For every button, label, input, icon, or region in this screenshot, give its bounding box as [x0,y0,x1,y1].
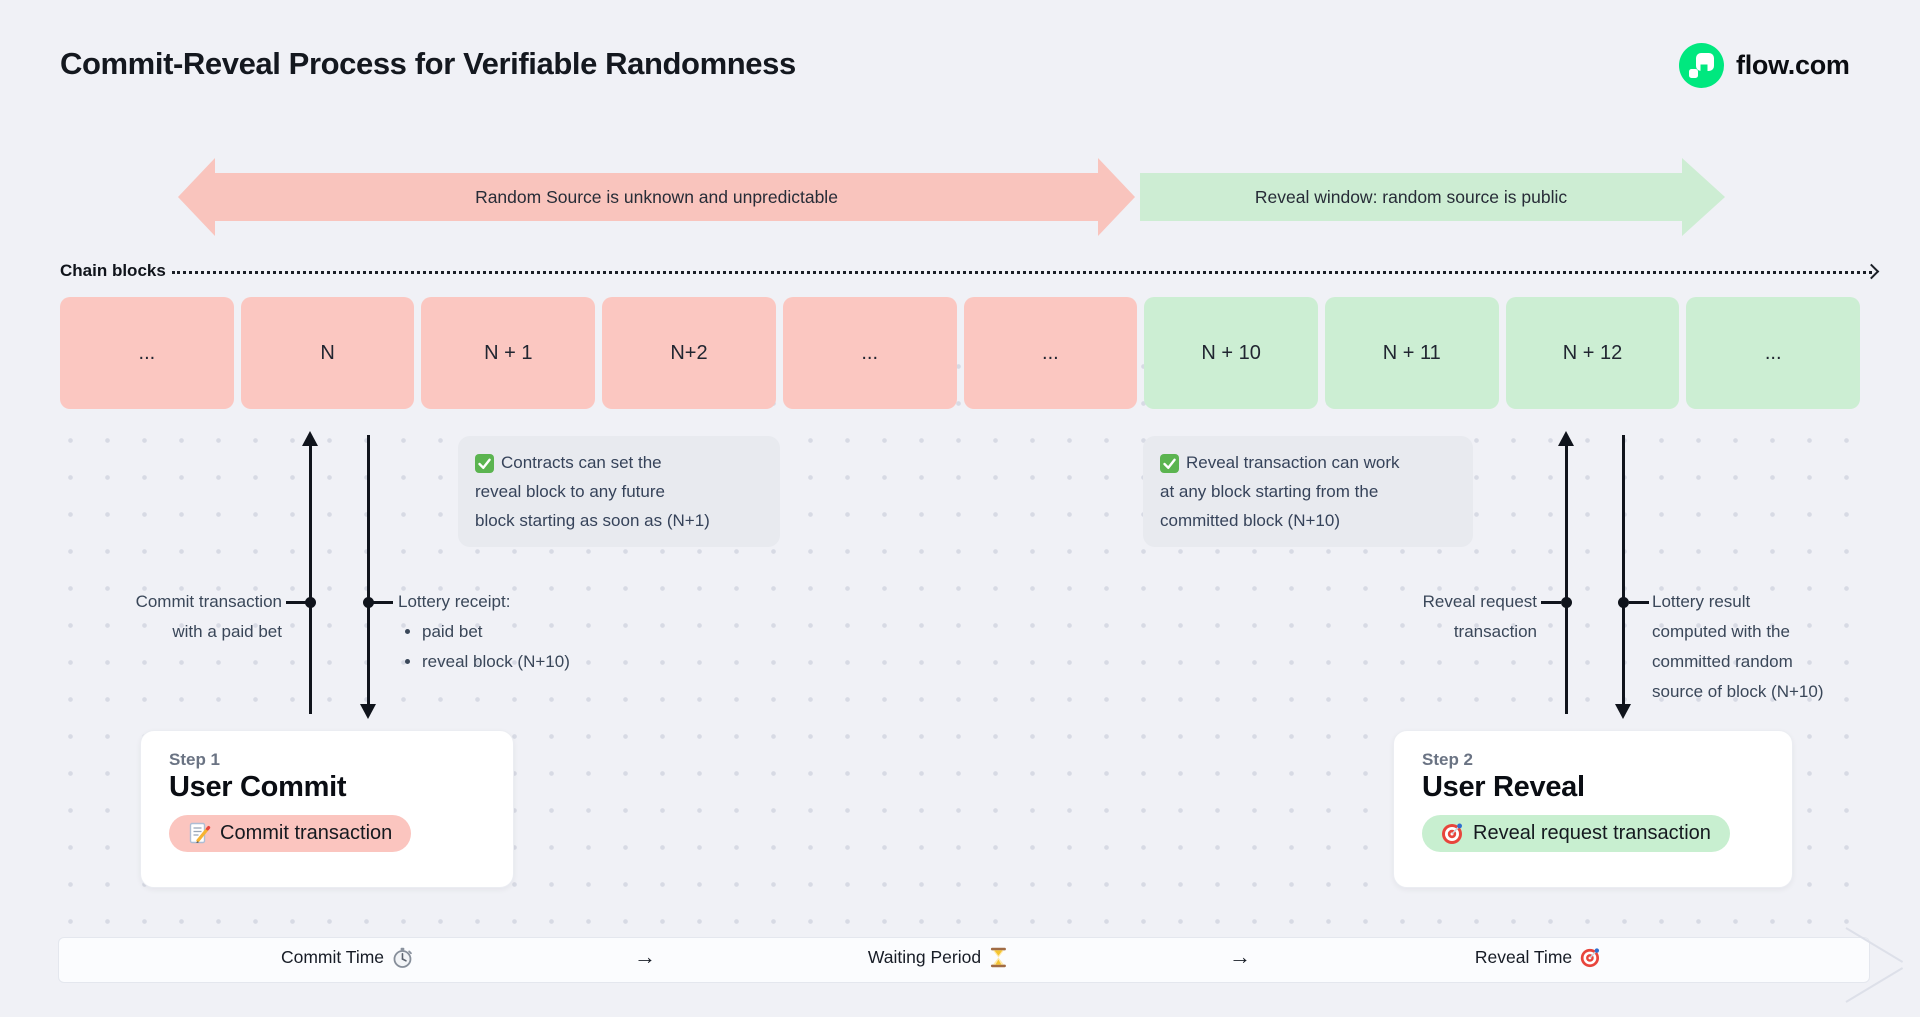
chain-line-arrowhead-icon [1863,263,1880,280]
arrow-left-head [178,158,215,236]
chain-block: ... [1686,297,1861,409]
reveal-down-arrow-line [1622,435,1625,705]
reveal-request-annotation: Reveal request transaction [1335,587,1537,647]
connector-dot [1618,597,1629,608]
annotation-title: Lottery receipt: [398,592,511,611]
chain-block-n10: N + 10 [1144,297,1318,409]
chain-dotted-line [172,271,1872,274]
annotation-line: Reveal request [1422,592,1537,611]
note-commit-window: Contracts can set the reveal block to an… [458,436,780,547]
reveal-phase-arrow: Reveal window: random source is public [1140,158,1725,236]
connector-stub [1629,601,1649,604]
step1-card: Step 1 User Commit Commit transaction [140,730,514,888]
timeline-waiting-period: Waiting Period [868,947,1008,968]
chain-block-n11: N + 11 [1324,297,1499,409]
timeline-commit-time: Commit Time [281,947,413,968]
note-line: reveal block to any future [475,482,665,501]
timeline-arrow-separator: → [1229,944,1251,969]
timeline-reveal-time: Reveal Time [1475,947,1601,968]
commit-phase-label: Random Source is unknown and unpredictab… [475,186,838,207]
step2-card: Step 2 User Reveal Reveal request transa… [1393,730,1793,888]
reveal-up-arrowhead-icon [1558,431,1574,446]
timeline-bar [58,937,1870,983]
annotation-line: transaction [1453,622,1537,641]
check-icon [1160,454,1179,474]
connector-stub [373,601,393,604]
commit-up-arrowhead-icon [302,431,318,446]
flow-logo-icon [1679,43,1724,88]
target-icon [1580,947,1601,968]
timeline-label: Waiting Period [867,947,982,967]
lottery-result-annotation: Lottery result computed with the committ… [1652,587,1892,707]
annotation-line: source of block (N+10) [1652,682,1824,701]
hourglass-icon [989,947,1008,968]
annotation-line: computed with the [1652,622,1790,641]
chain-blocks-row: ... N N + 1 N+2 ... ... N + 10 N + 11 N … [60,297,1861,409]
connector-stub [286,601,306,604]
commit-down-arrowhead-icon [360,704,376,719]
chain-blocks-label: Chain blocks [60,261,166,280]
note-line: Reveal transaction can work [1186,453,1400,472]
chain-block-n1: N + 1 [421,297,596,409]
timeline-arrow-separator: → [634,944,656,969]
reveal-phase-label: Reveal window: random source is public [1254,186,1568,207]
timeline-label: Commit Time [280,947,385,967]
connector-dot [363,597,374,608]
reveal-up-arrow-line [1565,444,1568,714]
brand-logo[interactable]: flow.com [1679,43,1850,88]
step1-label: Step 1 [169,750,221,769]
commit-up-arrow-line [309,444,312,714]
annotation-line: Lottery result [1652,592,1751,611]
connector-dot [1561,597,1572,608]
memo-icon [188,822,211,845]
step2-title: User Reveal [1422,771,1585,803]
note-line: block starting as soon as (N+1) [475,511,710,530]
commit-phase-arrow: Random Source is unknown and unpredictab… [178,158,1135,236]
reveal-down-arrowhead-icon [1615,704,1631,719]
commit-transaction-pill: Commit transaction [169,815,412,852]
reveal-pill-label: Reveal request transaction [1473,822,1711,844]
connector-stub [1541,601,1561,604]
annotation-bullet: reveal block (N+10) [422,647,658,677]
step2-label: Step 2 [1422,750,1474,769]
annotation-line: with a paid bet [172,622,282,641]
chain-block: ... [782,297,957,409]
note-line: at any block starting from the [1160,482,1379,501]
annotation-line: Commit transaction [135,592,282,611]
chain-block-n12: N + 12 [1505,297,1680,409]
annotation-bullet: paid bet [422,617,658,647]
annotation-line: committed random [1652,652,1793,671]
commit-pill-label: Commit transaction [220,822,393,844]
chain-block-n2: N+2 [602,297,776,409]
lottery-receipt-annotation: Lottery receipt: paid bet reveal block (… [398,587,658,677]
page-title: Commit-Reveal Process for Verifiable Ran… [60,46,796,81]
arrow-right-head [1682,158,1725,236]
brand-name: flow.com [1736,50,1850,80]
check-icon [475,454,494,474]
commit-down-arrow-line [367,435,370,705]
timeline-label: Reveal Time [1474,947,1573,967]
note-reveal-window: Reveal transaction can work at any block… [1143,436,1473,547]
chain-block: ... [963,297,1138,409]
step1-title: User Commit [169,771,347,803]
note-line: committed block (N+10) [1160,511,1340,530]
connector-dot [305,597,316,608]
chain-block: ... [60,297,234,409]
note-line: Contracts can set the [501,453,662,472]
reveal-request-pill: Reveal request transaction [1422,815,1730,852]
target-icon [1441,822,1464,845]
arrow-right-head [1098,158,1135,236]
commit-transaction-annotation: Commit transaction with a paid bet [80,587,282,647]
stopwatch-icon [392,947,413,968]
chain-block-n: N [240,297,415,409]
